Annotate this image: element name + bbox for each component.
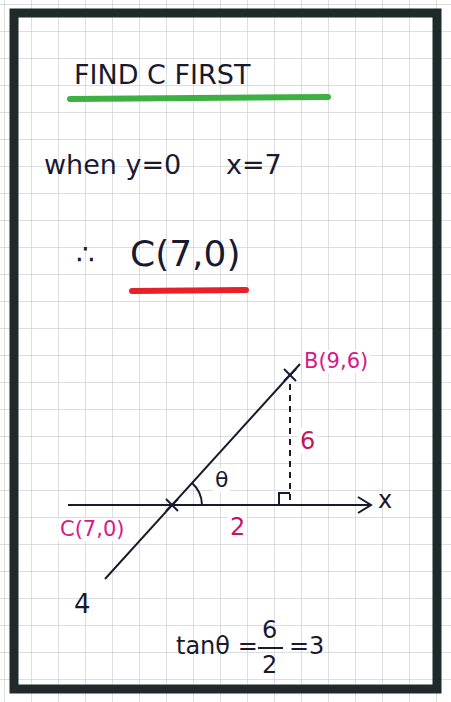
fraction-numerator: 6	[262, 617, 277, 643]
axis-label: x	[378, 487, 392, 513]
angle-arc	[192, 483, 202, 505]
dashed-height	[289, 384, 291, 505]
green-underline	[70, 97, 328, 99]
straight-line	[105, 364, 300, 579]
working-text: when y=0	[44, 150, 181, 180]
stray-mark: 4	[74, 590, 91, 619]
page-frame	[14, 13, 437, 689]
formula-text: =3	[289, 633, 324, 659]
red-underline	[132, 290, 246, 291]
heading: FIND C FIRST	[74, 60, 250, 90]
dimension-label: 2	[228, 514, 247, 540]
right-angle-mark	[279, 493, 290, 505]
point-cross	[166, 499, 178, 511]
fraction-bar	[258, 647, 283, 649]
therefore-symbol: ∴	[76, 240, 94, 271]
point-cross	[166, 499, 178, 511]
dimension-label: 6	[298, 428, 317, 454]
point-cross	[284, 369, 296, 381]
angle-label: θ	[213, 468, 230, 492]
answer-point: C(7,0)	[130, 234, 240, 274]
formula-text: tanθ =	[176, 633, 258, 659]
fraction-denominator: 2	[262, 652, 277, 678]
axis-arrowhead	[358, 497, 371, 513]
working-text: x=7	[226, 150, 282, 180]
point-label: C(7,0)	[58, 518, 126, 541]
point-cross	[284, 369, 296, 381]
x-axis	[68, 504, 370, 506]
point-label: B(9,6)	[302, 350, 370, 373]
